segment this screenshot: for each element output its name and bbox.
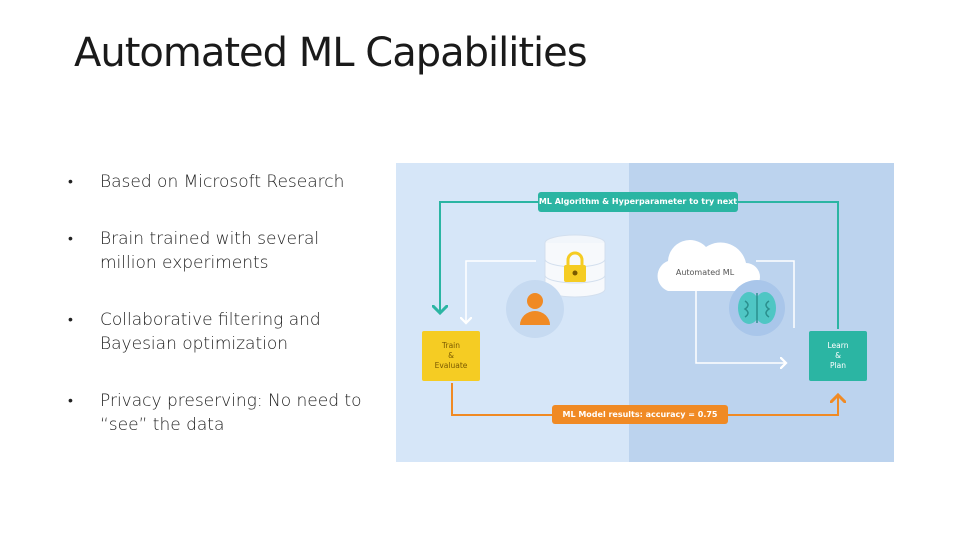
train-box-line: & — [448, 351, 454, 360]
cloud-label: Automated ML — [675, 268, 735, 277]
learn-box-line: Plan — [830, 361, 846, 370]
bullet-item: • Privacy preserving: No need to “see” t… — [68, 389, 378, 437]
inner-loop-line-top — [756, 260, 795, 328]
bullet-text: Based on Microsoft Research — [100, 172, 345, 192]
slide-title: Automated ML Capabilities — [74, 30, 588, 76]
learn-plan-box: Learn & Plan — [809, 331, 867, 381]
learn-box-line: Learn — [827, 341, 849, 350]
inner-loop-line-right — [695, 288, 786, 363]
database-lock-icon — [544, 234, 606, 298]
train-evaluate-box: Train & Evaluate — [422, 331, 480, 381]
next-config-label: ML Algorithm & Hyperparameter to try nex… — [538, 192, 738, 212]
cloud-icon — [657, 240, 760, 291]
bullet-text: Collaborative filtering and Bayesian opt… — [100, 310, 321, 354]
orange-loop-line-right — [728, 395, 838, 416]
inner-loop-line-bottom — [466, 373, 696, 391]
bullet-marker: • — [68, 393, 73, 409]
orange-loop-line-left — [451, 383, 552, 416]
bullet-text: Privacy preserving: No need to “see” the… — [100, 391, 362, 435]
teal-loop-line — [738, 201, 839, 329]
inner-loop-line-left — [466, 260, 536, 323]
bullet-text: Brain trained with several million exper… — [100, 229, 320, 273]
diagram-connectors — [396, 201, 894, 416]
person-icon — [506, 280, 564, 338]
train-box-line: Evaluate — [434, 361, 468, 370]
bullet-marker: • — [68, 174, 73, 190]
learn-box-line: & — [835, 351, 841, 360]
teal-loop-line-left — [440, 201, 538, 313]
brain-icon — [729, 280, 785, 336]
train-box-line: Train — [442, 341, 460, 350]
bullet-item: • Brain trained with several million exp… — [68, 227, 378, 275]
automl-diagram: Automated ML ML Algorithm & Hyperparamet… — [396, 163, 894, 462]
bullet-item: • Based on Microsoft Research — [68, 170, 378, 194]
bullet-item: • Collaborative filtering and Bayesian o… — [68, 308, 378, 356]
model-results-label: ML Model results: accuracy = 0.75 — [552, 405, 728, 424]
bullet-list: • Based on Microsoft Research • Brain tr… — [68, 170, 378, 437]
bullet-marker: • — [68, 312, 73, 328]
bullet-marker: • — [68, 231, 73, 247]
